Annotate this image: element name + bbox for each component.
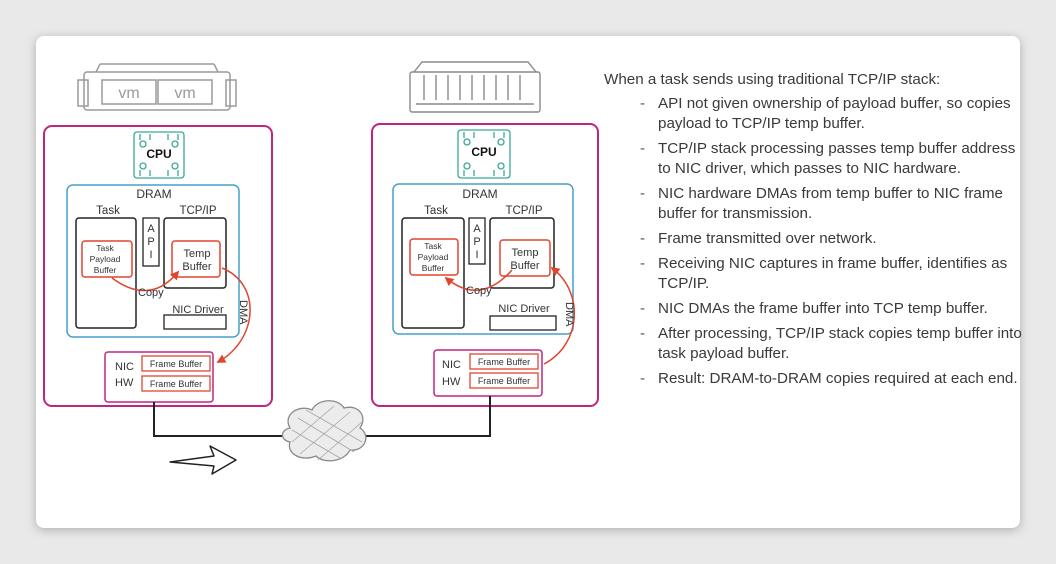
frame-buffer-1-label: Frame Buffer [478, 357, 530, 367]
task-label: Task [96, 205, 120, 217]
task-payload-buffer-line-2: Payload [90, 254, 121, 264]
dram-label: DRAM [462, 187, 497, 201]
nic-label: NIC [442, 359, 461, 371]
dram-box [66, 184, 240, 338]
frame-buffer-2 [141, 375, 211, 392]
copy-label: Copy [138, 287, 164, 299]
temp-buffer-line-2: Buffer [182, 261, 211, 273]
api-letter-i: I [475, 249, 478, 261]
nic-driver-label: NIC Driver [498, 303, 550, 315]
nic-driver-label: NIC Driver [172, 304, 224, 316]
vm-label-1: vm [118, 85, 139, 102]
task-payload-buffer-line-3: Buffer [422, 263, 445, 273]
network-link [153, 396, 491, 437]
nic-label: NIC [115, 361, 134, 373]
task-region [75, 217, 137, 329]
hypervisor-server-icon [77, 63, 237, 111]
nic-hw-box [104, 351, 214, 403]
temp-buffer-line-1: Temp [184, 248, 211, 260]
frame-buffer-2-label: Frame Buffer [150, 379, 202, 389]
direction-arrow-icon [169, 445, 237, 475]
api-letter-a: A [473, 223, 481, 235]
notes-item: NIC hardware DMAs from temp buffer to NI… [604, 184, 1024, 224]
dma-label: DMA [563, 302, 575, 327]
tcpip-label: TCP/IP [505, 205, 542, 217]
api-letter-a: A [147, 223, 155, 235]
copy-label: Copy [466, 285, 492, 297]
notes-heading: When a task sends using traditional TCP/… [604, 71, 941, 88]
temp-buffer-line-1: Temp [512, 247, 539, 259]
task-payload-buffer [81, 240, 133, 278]
cpu-label: CPU [146, 147, 171, 161]
task-payload-buffer-line-3: Buffer [94, 265, 117, 275]
task-region [401, 217, 465, 329]
copy-arrow [111, 270, 180, 292]
notes-item: Receiving NIC captures in frame buffer, … [604, 254, 1024, 294]
api-letter-p: P [147, 236, 154, 248]
tcpip-region [489, 217, 555, 289]
frame-buffer-2-label: Frame Buffer [478, 376, 530, 386]
temp-buffer [171, 240, 221, 278]
notes-item: Frame transmitted over network. [604, 229, 1024, 249]
api-letter-p: P [473, 236, 480, 248]
notes-item: After processing, TCP/IP stack copies te… [604, 324, 1024, 364]
right-host: CPU DRAM Task A P I TCP/IP Task Payload … [371, 61, 599, 407]
task-payload-buffer-line-1: Task [424, 241, 442, 251]
cpu-chip-icon [457, 129, 511, 179]
notes-item: API not given ownership of payload buffe… [604, 94, 1024, 134]
dram-box [392, 183, 574, 335]
copy-arrow [444, 269, 513, 291]
cpu-chip-icon [133, 131, 185, 179]
task-label: Task [424, 205, 448, 217]
left-host: vm vm CPU DRAM Task A P I TCP/IP [43, 63, 273, 407]
notes-item: Result: DRAM-to-DRAM copies required at … [604, 369, 1024, 389]
dram-label: DRAM [136, 187, 171, 201]
notes-panel: When a task sends using traditional TCP/… [604, 70, 1024, 394]
nic-hw-box [433, 349, 543, 397]
task-payload-buffer-line-1: Task [96, 243, 114, 253]
right-host-box [371, 123, 599, 407]
cpu-label: CPU [471, 145, 496, 159]
nic-driver-box [163, 314, 227, 330]
tcpip-region [163, 217, 227, 289]
temp-buffer [499, 239, 551, 277]
api-letter-i: I [149, 249, 152, 261]
dma-label: DMA [237, 300, 249, 325]
tcpip-label: TCP/IP [179, 205, 216, 217]
server-rack-icon [409, 61, 541, 113]
temp-buffer-line-2: Buffer [510, 260, 539, 272]
api-box [468, 217, 486, 265]
notes-item: TCP/IP stack processing passes temp buff… [604, 139, 1024, 179]
dma-arrow [543, 266, 575, 365]
network-cloud-icon [281, 400, 367, 462]
api-box [142, 217, 160, 267]
hw-label: HW [115, 377, 134, 389]
dma-arrow [216, 267, 251, 363]
frame-buffer-2 [469, 372, 539, 389]
notes-list: API not given ownership of payload buffe… [604, 94, 1024, 389]
notes-item: NIC DMAs the frame buffer into TCP temp … [604, 299, 1024, 319]
task-payload-buffer [409, 238, 459, 276]
frame-buffer-1-label: Frame Buffer [150, 359, 202, 369]
vm-label-2: vm [174, 85, 195, 102]
task-payload-buffer-line-2: Payload [418, 252, 449, 262]
nic-driver-box [489, 315, 557, 331]
hw-label: HW [442, 376, 461, 388]
frame-buffer-1 [469, 353, 539, 370]
frame-buffer-1 [141, 355, 211, 372]
left-host-box [43, 125, 273, 407]
